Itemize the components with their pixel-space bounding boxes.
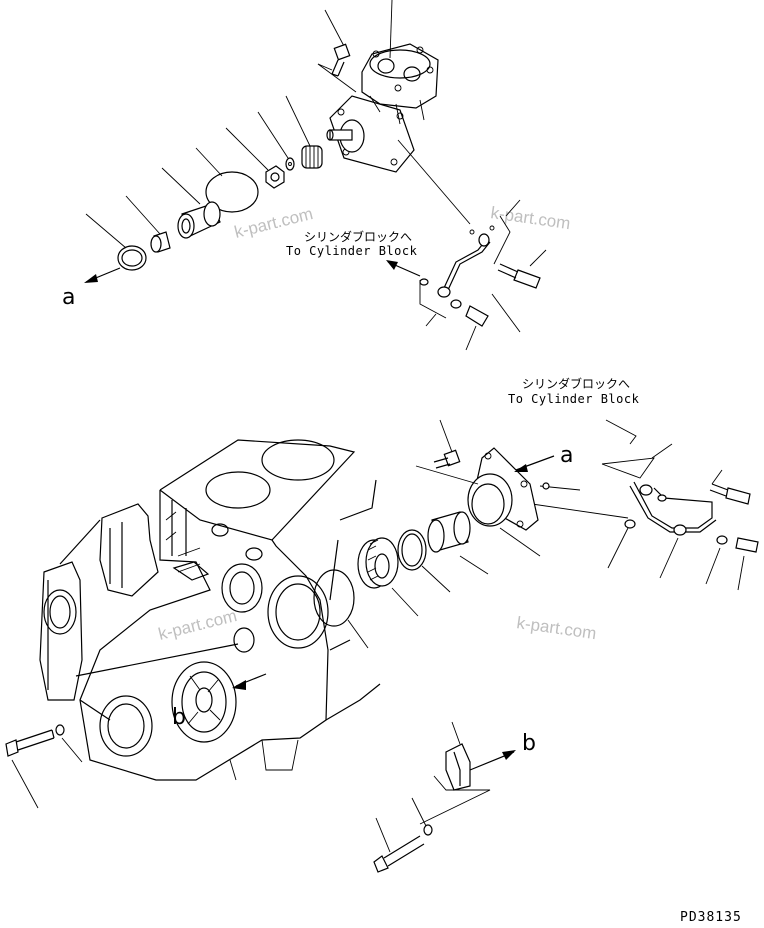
gear-set [313,511,489,649]
ref-a-top: a [62,285,75,310]
callout-en-2: To Cylinder Block [508,392,640,406]
watermark-4: k-part.com [515,613,597,643]
oil-pipe-mid [531,419,759,591]
ref-b-right: b [522,731,536,756]
sleeve-parts [84,147,259,283]
callout-jp-2: シリンダブロックへ [522,376,630,391]
shaft-parts [225,95,323,189]
air-compressor [324,0,439,173]
bracket-b [373,721,516,873]
drawing-code: PD38135 [680,910,742,925]
oil-pipe-top [386,139,547,351]
bolt-left [5,724,83,809]
callout-en-1: To Cylinder Block [286,244,418,258]
callout-jp-1: シリンダブロックへ [304,229,412,244]
ref-a-mid: a [560,443,573,468]
ref-b-block: b [172,705,186,730]
cylinder-block [39,439,381,781]
front-cover [415,419,555,557]
bolt-top [317,43,357,93]
watermark-3: k-part.com [156,606,239,644]
